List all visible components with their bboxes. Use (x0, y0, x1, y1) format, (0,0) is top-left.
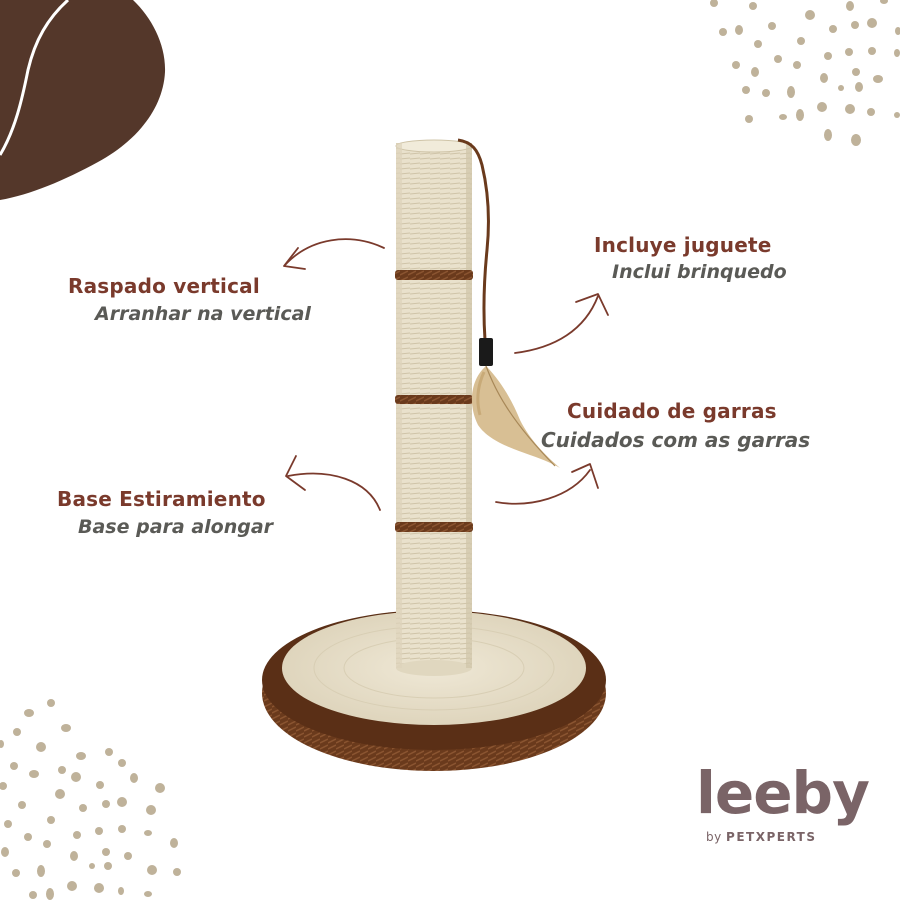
toy-holder (479, 338, 493, 366)
toy-string (457, 138, 490, 341)
logo-wordmark: leeby (696, 759, 870, 827)
curved-arrow-up-right-icon (514, 293, 609, 354)
sisal-post (396, 143, 472, 668)
dots-pattern-top-right (710, 0, 900, 146)
curved-arrow-up-right-icon (495, 463, 599, 505)
dots-pattern-bottom-left (0, 699, 181, 900)
feature-subtitle: Cuidados com as garras (541, 428, 811, 452)
feature-subtitle: Inclui brinquedo (612, 261, 787, 283)
scratching-post-image (262, 138, 606, 771)
feature-subtitle: Base para alongar (78, 516, 274, 538)
feather-toy (471, 365, 560, 468)
feature-title: Incluye juguete (594, 233, 772, 257)
curved-arrow-left-icon (283, 238, 385, 270)
curved-arrow-left-icon (285, 455, 381, 511)
logo-brand: PETXPERTS (726, 830, 817, 844)
feature-title: Cuidado de garras (567, 399, 777, 423)
feature-title: Base Estiramiento (57, 487, 266, 511)
feature-subtitle: Arranhar na vertical (95, 303, 311, 325)
rope-ring-1 (395, 270, 473, 280)
feature-title: Raspado vertical (68, 274, 260, 298)
logo-by: by (706, 830, 722, 844)
brown-blob-decoration (0, 0, 166, 200)
rope-ring-2 (395, 395, 473, 404)
rope-ring-3 (395, 522, 473, 532)
logo-byline: by PETXPERTS (706, 830, 817, 844)
